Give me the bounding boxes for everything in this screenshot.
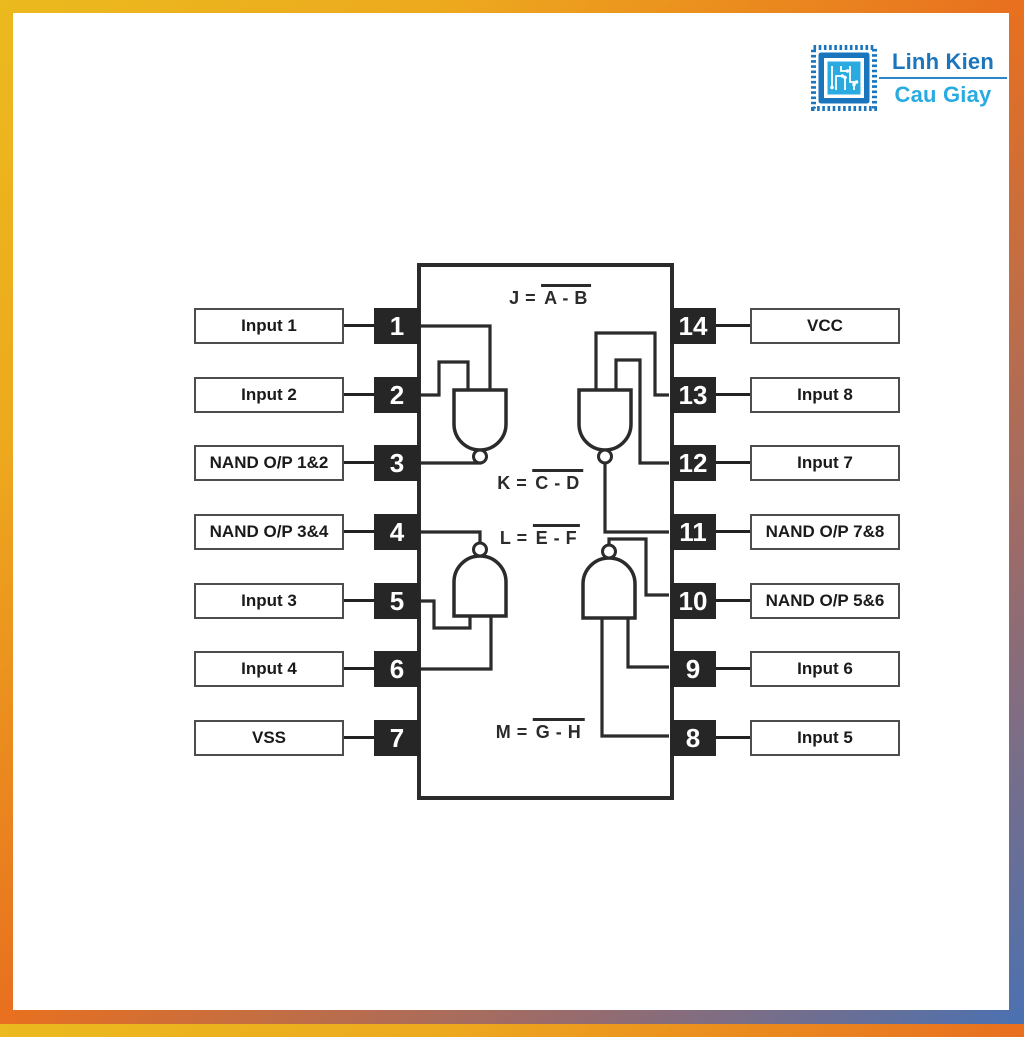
pin-label-box: Input 6	[750, 651, 900, 687]
pin-number-box: 4	[374, 514, 420, 550]
pin-label: Input 7	[797, 453, 853, 472]
pin-number-box: 10	[670, 583, 716, 619]
pin-number-box: 8	[670, 720, 716, 756]
pin-label-box: Input 4	[194, 651, 344, 687]
logo-line1: Linh Kien	[891, 48, 994, 74]
pin-connector-line	[344, 393, 374, 396]
page-background: Linh Kien Cau Giay	[13, 13, 1009, 1010]
equation-j: J = A - B	[509, 284, 591, 309]
pin-label-box: VCC	[750, 308, 900, 344]
pin-connector-line	[716, 667, 750, 670]
pin-label: VCC	[807, 316, 843, 335]
pin-connector-line	[716, 736, 750, 739]
equation-k-rhs-overlined: C - D	[532, 469, 583, 494]
pin-connector-line	[344, 530, 374, 533]
pin-label-box: Input 8	[750, 377, 900, 413]
pin-label: Input 6	[797, 659, 853, 678]
pin-number-box: 12	[670, 445, 716, 481]
pin-label: Input 1	[241, 316, 297, 335]
pin-label-box: NAND O/P 5&6	[750, 583, 900, 619]
pin-label: VSS	[251, 728, 287, 747]
equation-l-rhs-overlined: E - F	[532, 524, 581, 549]
equation-m-lhs: M =	[495, 722, 528, 742]
pin-number-box: 6	[374, 651, 420, 687]
pin-connector-line	[716, 461, 750, 464]
pin-connector-line	[344, 736, 374, 739]
pin-label-box: Input 1	[194, 308, 344, 344]
pin-connector-line	[716, 530, 750, 533]
pin-label: Input 5	[797, 728, 853, 747]
pin-number-box: 3	[374, 445, 420, 481]
pin-label-box: NAND O/P 1&2	[194, 445, 344, 481]
equation-k: K = C - D	[497, 469, 583, 494]
pin-label: NAND O/P 3&4	[209, 522, 329, 541]
pin-connector-line	[344, 667, 374, 670]
pin-label-box: Input 7	[750, 445, 900, 481]
pin-label: Input 8	[797, 385, 853, 404]
equation-j-rhs-overlined: A - B	[541, 284, 591, 309]
pin-number-box: 14	[670, 308, 716, 344]
pin-number-box: 7	[374, 720, 420, 756]
logo: Linh Kien Cau Giay	[811, 45, 1007, 111]
equation-m-rhs-overlined: G - H	[532, 718, 585, 743]
pin-label-box: Input 3	[194, 583, 344, 619]
logo-text: Linh Kien Cau Giay	[879, 48, 1007, 107]
equation-j-lhs: J =	[509, 288, 537, 308]
pin-label: Input 4	[241, 659, 297, 678]
pin-label: NAND O/P 1&2	[209, 453, 329, 472]
equation-m: M = G - H	[496, 718, 585, 743]
pin-number-box: 13	[670, 377, 716, 413]
pin-label: NAND O/P 5&6	[765, 591, 885, 610]
pin-number-box: 5	[374, 583, 420, 619]
pin-connector-line	[344, 461, 374, 464]
pin-label-box: VSS	[194, 720, 344, 756]
pin-label: NAND O/P 7&8	[765, 522, 885, 541]
pin-label: Input 3	[241, 591, 297, 610]
logo-divider	[879, 76, 1007, 79]
pin-connector-line	[716, 393, 750, 396]
pin-number-box: 9	[670, 651, 716, 687]
equation-l-lhs: L =	[499, 528, 528, 548]
pin-number-box: 2	[374, 377, 420, 413]
pin-connector-line	[344, 324, 374, 327]
pin-label-box: NAND O/P 7&8	[750, 514, 900, 550]
pin-number-box: 11	[670, 514, 716, 550]
equation-l: L = E - F	[499, 524, 581, 549]
chip-icon	[811, 45, 877, 111]
pin-label: Input 2	[241, 385, 297, 404]
pin-label-box: Input 2	[194, 377, 344, 413]
pin-connector-line	[344, 599, 374, 602]
pin-label-box: NAND O/P 3&4	[194, 514, 344, 550]
pin-number-box: 1	[374, 308, 420, 344]
pin-label-box: Input 5	[750, 720, 900, 756]
logo-line2: Cau Giay	[894, 81, 992, 107]
pin-connector-line	[716, 599, 750, 602]
equation-k-lhs: K =	[497, 473, 528, 493]
pin-connector-line	[716, 324, 750, 327]
